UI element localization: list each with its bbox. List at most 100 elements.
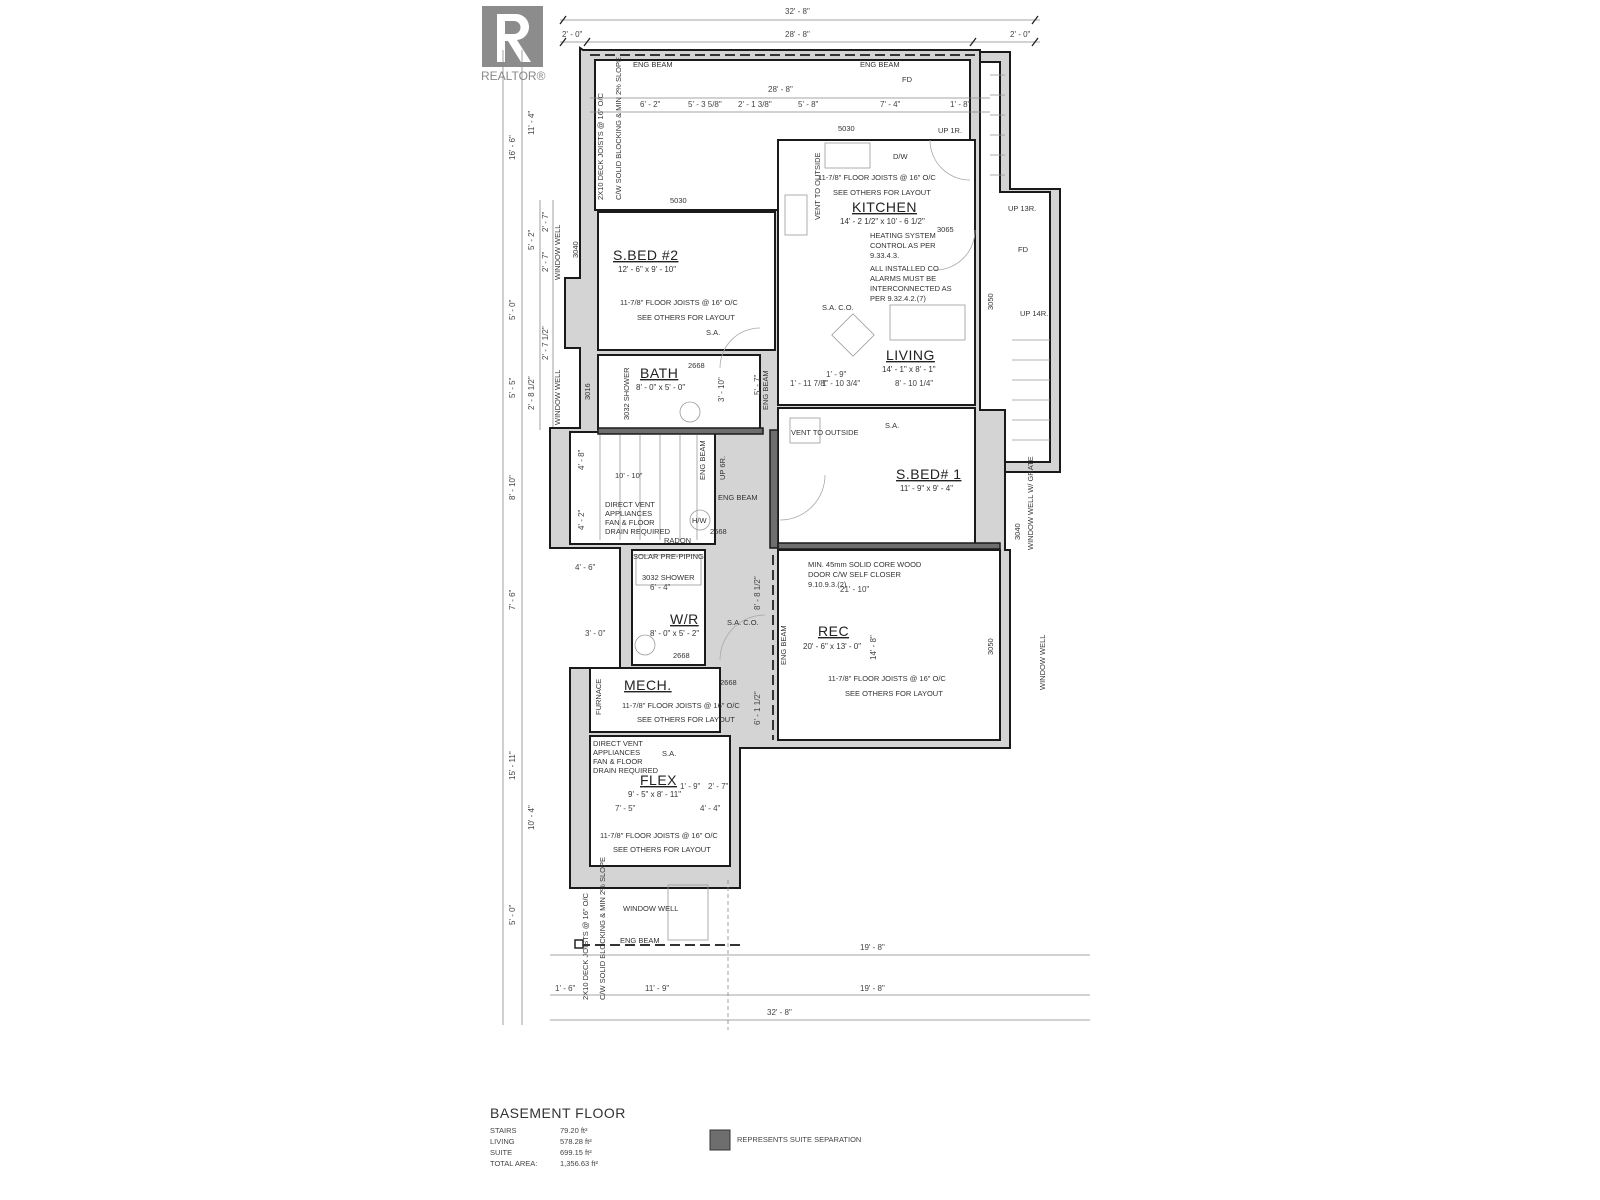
eng-beam-label: ENG BEAM (718, 493, 758, 502)
window-3040: 3040 (571, 241, 580, 258)
plan-title: BASEMENT FLOOR (490, 1105, 626, 1121)
dim-stair-side: 4' - 2" (577, 509, 586, 530)
solid-blocking-note: C/W SOLID BLOCKING & MIN 2% SLOPE (598, 857, 607, 1000)
direct-vent-note: FAN & FLOOR (593, 757, 643, 766)
kitchen-living-area (777, 139, 976, 406)
dim-living: 1' - 10 3/4" (822, 379, 860, 388)
left-dimensions: 16' - 6" 5' - 0" 5' - 5" 8' - 10" 7' - 6… (502, 50, 606, 1025)
direct-vent-note: DIRECT VENT (605, 500, 655, 509)
room-dims-bath: 8' - 0" x 5' - 0" (636, 383, 685, 392)
dim-living: 1' - 9" (826, 370, 847, 379)
top-dimensions: 32' - 8" 28' - 8" 2' - 0" 2' - 0" 28' - … (559, 7, 1040, 113)
direct-vent-note: DIRECT VENT (593, 739, 643, 748)
smoke-alarm-label: S.A. (885, 421, 899, 430)
dim-top-mid: 28' - 8" (785, 30, 810, 39)
direct-vent-note: APPLIANCES (605, 509, 652, 518)
dim-top-seg: 6' - 2" (640, 100, 661, 109)
solid-blocking-note: C/W SOLID BLOCKING & MIN 2% SLOPE (614, 57, 623, 200)
room-name-flex: FLEX (640, 772, 677, 788)
room-name-mech: MECH. (624, 677, 672, 693)
room-dims-rec: 20' - 6" x 13' - 0" (803, 642, 861, 651)
legend-text: REPRESENTS SUITE SEPARATION (737, 1135, 861, 1144)
eng-beam-label: ENG BEAM (698, 440, 707, 480)
dim-left: 2' - 7" (541, 251, 550, 272)
door-2668: 2668 (710, 527, 727, 536)
heating-note: HEATING SYSTEM (870, 231, 936, 240)
dim-bottom-total: 32' - 8" (767, 1008, 792, 1017)
dim-left: 11' - 4" (527, 111, 536, 135)
dim-left: 16' - 6" (508, 135, 517, 160)
dim-rec-width: 21' - 10" (840, 585, 869, 594)
realtor-logo-text: REALTOR® (481, 69, 546, 83)
suite-separation-swatch (709, 1129, 731, 1151)
dim-bottom-seg: 1' - 6" (555, 984, 576, 993)
up-14r-label: UP 14R. (1020, 309, 1048, 318)
dim-left: 15' - 11" (508, 751, 517, 780)
eng-beam-label: ENG BEAM (633, 60, 673, 69)
rooms (569, 139, 1001, 949)
see-others-note: SEE OTHERS FOR LAYOUT (833, 188, 931, 197)
co-alarm-note: PER 9.32.4.2.(7) (870, 294, 926, 303)
area-legend: BASEMENT FLOOR STAIRS 79.20 ft² LIVING 5… (490, 1105, 861, 1168)
dim-living: 1' - 11 7/8" (790, 379, 828, 388)
room-labels: KITCHEN 14' - 2 1/2" x 10' - 6 1/2" S.BE… (613, 199, 961, 799)
room-dims-kitchen: 14' - 2 1/2" x 10' - 6 1/2" (840, 217, 925, 226)
dishwasher-label: D/W (893, 152, 909, 161)
direct-vent-note: APPLIANCES (593, 748, 640, 757)
area-value: 699.15 ft² (560, 1148, 592, 1157)
dim-wr: 6' - 4" (650, 583, 671, 592)
room-name-rec: REC (818, 623, 849, 639)
suite-separation-wall (597, 427, 764, 435)
solar-label: SOLAR PRE-PIPING (633, 552, 704, 561)
window-3050: 3050 (986, 293, 995, 310)
dim-vertical: 5' - 7" (753, 374, 762, 395)
smoke-alarm-label: S.A. (662, 749, 676, 758)
dim-rec-side: 14' - 8" (869, 635, 878, 660)
smoke-co-alarm-label: S.A. C.O. (822, 303, 854, 312)
deck-joists-note: 2X10 DECK JOISTS @ 16" O/C (596, 92, 605, 200)
eng-beam-label: ENG BEAM (620, 936, 660, 945)
dim-flex: 7' - 5" (615, 804, 636, 813)
window-3016: 3016 (583, 383, 592, 400)
direct-vent-note: FAN & FLOOR (605, 518, 655, 527)
door-note: MIN. 45mm SOLID CORE WOOD (808, 560, 922, 569)
joists-note: 11-7/8" FLOOR JOISTS @ 16" O/C (622, 701, 740, 710)
door-note: 9.10.9.3.(2) (808, 580, 847, 589)
door-2668: 2668 (688, 361, 705, 370)
dim-flex: 1' - 9" (680, 782, 701, 791)
dim-top-seg: 7' - 4" (880, 100, 901, 109)
room-dims-bed1: 11' - 9" x 9' - 4" (900, 484, 953, 493)
dim-top-right: 2' - 0" (1010, 30, 1031, 39)
door-2668: 2668 (673, 651, 690, 660)
see-others-note: SEE OTHERS FOR LAYOUT (845, 689, 943, 698)
dim-vertical: 3' - 10" (717, 377, 726, 402)
window-5030: 5030 (838, 124, 855, 133)
dim-vertical: 8' - 8 1/2" (753, 576, 762, 610)
window-3040: 3040 (1013, 523, 1022, 540)
furnace-label: FURNACE (594, 679, 603, 715)
door-note: DOOR C/W SELF CLOSER (808, 570, 902, 579)
room-dims-flex: 9' - 5" x 8' - 11" (628, 790, 681, 799)
bedroom-2-area (597, 211, 776, 351)
smoke-co-alarm-label: S.A. C.O. (727, 618, 759, 627)
area-label: STAIRS (490, 1126, 517, 1135)
dim-left: 5' - 5" (508, 377, 517, 398)
post (574, 939, 584, 949)
eng-beam-label: ENG BEAM (860, 60, 900, 69)
fixtures (634, 142, 966, 656)
radon-label: RADON (664, 536, 691, 545)
washroom-area (631, 549, 706, 666)
room-name-bed1: S.BED# 1 (896, 466, 961, 482)
dim-living: 8' - 10 1/4" (895, 379, 933, 388)
area-value: 578.28 ft² (560, 1137, 592, 1146)
notes: ENG BEAM ENG BEAM FD 5030 5030 UP 1R. D/… (571, 57, 1047, 1000)
eng-beam-label: ENG BEAM (761, 370, 770, 410)
suite-separation-wall (769, 429, 779, 549)
door-3065: 3065 (937, 225, 954, 234)
direct-vent-note: DRAIN REQUIRED (605, 527, 671, 536)
co-alarm-note: ALL INSTALLED CO (870, 264, 939, 273)
stairs-area (569, 431, 716, 545)
see-others-note: SEE OTHERS FOR LAYOUT (613, 845, 711, 854)
dim-left: 2' - 7" (541, 211, 550, 232)
